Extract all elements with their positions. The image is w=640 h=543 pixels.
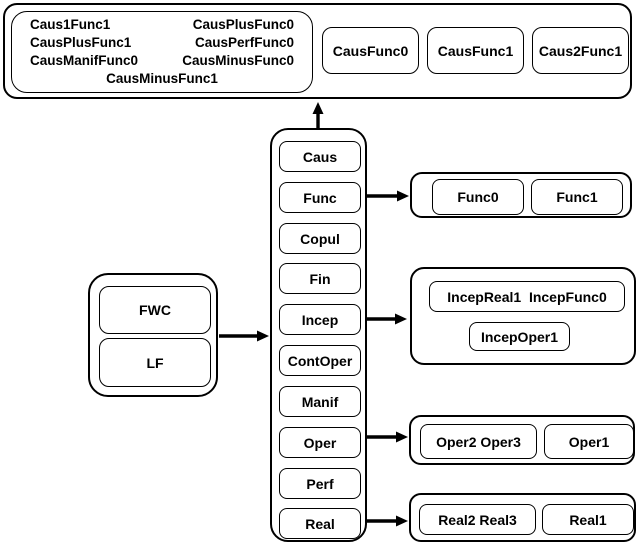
node-caus: Caus bbox=[279, 141, 361, 172]
arrow-func-to-func-group bbox=[360, 190, 409, 202]
node-incepoper1: IncepOper1 bbox=[469, 322, 570, 351]
list-cell: Caus1Func1 bbox=[30, 17, 111, 32]
list-row: CausManifFunc0 CausMinusFunc0 bbox=[12, 52, 312, 70]
node-oper1: Oper1 bbox=[544, 424, 634, 459]
caus-results-group: Caus1Func1 CausPlusFunc0 CausPlusFunc1 C… bbox=[3, 3, 632, 99]
oper-results-group: Oper2 Oper3 Oper1 bbox=[409, 415, 635, 465]
node-func1: Func1 bbox=[531, 179, 623, 215]
node-incepreal1-incepfunc0: IncepReal1 IncepFunc0 bbox=[429, 281, 625, 312]
func-results-group: Func0 Func1 bbox=[410, 172, 632, 218]
list-cell: CausPlusFunc1 bbox=[30, 35, 132, 50]
list-cell: CausPlusFunc0 bbox=[192, 17, 294, 32]
node-func0: Func0 bbox=[432, 179, 524, 215]
real-results-group: Real2 Real3 Real1 bbox=[409, 493, 636, 542]
lexical-function-column: Caus Func Copul Fin Incep ContOper Manif… bbox=[270, 128, 367, 542]
node-real2-real3: Real2 Real3 bbox=[419, 504, 536, 535]
node-causfunc1: CausFunc1 bbox=[427, 27, 524, 74]
node-lf: LF bbox=[99, 338, 211, 387]
node-func: Func bbox=[279, 182, 361, 213]
arrow-oper-to-oper-group bbox=[360, 431, 408, 443]
node-caus2func1: Caus2Func1 bbox=[532, 27, 629, 74]
arrow-incep-to-incep-group bbox=[360, 313, 407, 325]
list-row: CausMinusFunc1 bbox=[12, 70, 312, 88]
node-manif: Manif bbox=[279, 386, 361, 417]
incep-results-group: IncepReal1 IncepFunc0 IncepOper1 bbox=[410, 267, 636, 365]
node-oper: Oper bbox=[279, 427, 361, 458]
list-cell: CausMinusFunc1 bbox=[106, 71, 218, 86]
arrow-source-to-column bbox=[219, 330, 269, 342]
list-row: CausPlusFunc1 CausPerfFunc0 bbox=[12, 34, 312, 52]
node-copul: Copul bbox=[279, 223, 361, 254]
node-fin: Fin bbox=[279, 263, 361, 294]
source-group: FWC LF bbox=[88, 273, 218, 397]
caus-func-list-box: Caus1Func1 CausPlusFunc0 CausPlusFunc1 C… bbox=[11, 11, 313, 93]
node-causfunc0: CausFunc0 bbox=[322, 27, 419, 74]
node-real: Real bbox=[279, 508, 361, 539]
list-row: Caus1Func1 CausPlusFunc0 bbox=[12, 16, 312, 34]
arrow-real-to-real-group bbox=[360, 515, 408, 527]
node-oper2-oper3: Oper2 Oper3 bbox=[420, 424, 537, 459]
list-cell: CausMinusFunc0 bbox=[182, 53, 294, 68]
list-cell: CausManifFunc0 bbox=[30, 53, 139, 68]
node-perf: Perf bbox=[279, 468, 361, 499]
node-incep: Incep bbox=[279, 304, 361, 335]
node-contoper: ContOper bbox=[279, 345, 361, 376]
node-real1: Real1 bbox=[542, 504, 634, 535]
list-cell: CausPerfFunc0 bbox=[194, 35, 294, 50]
node-fwc: FWC bbox=[99, 286, 211, 334]
